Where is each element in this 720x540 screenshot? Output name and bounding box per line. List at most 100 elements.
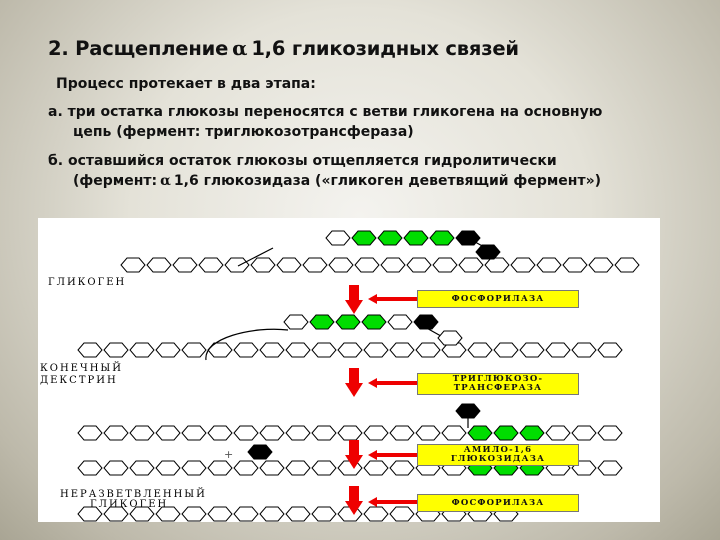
main-chain-residue [363,460,389,476]
enzyme-phosphorylase-1: ФОСФОРИЛАЗА [417,290,579,308]
main-chain-residue [614,257,640,273]
main-chain-residue [493,342,519,358]
main-chain-residue [259,425,285,441]
main-chain-residue [406,257,432,273]
main-chain-residue [363,425,389,441]
main-chain-residue [328,257,354,273]
main-chain-residue [181,460,207,476]
main-chain-residue [545,425,571,441]
main-chain-residue [493,425,519,441]
alpha-symbol-small: α [160,173,171,189]
main-chain-residue [311,342,337,358]
main-chain-residue [207,342,233,358]
main-chain-residue [597,425,623,441]
pointer-amylo [368,450,418,460]
main-chain-residue [146,257,172,273]
main-chain-residue [103,506,129,522]
main-chain-residue [181,342,207,358]
main-chain-residue [571,342,597,358]
main-chain-residue [363,506,389,522]
main-chain-residue [545,342,571,358]
main-chain-residue [441,425,467,441]
main-chain-residue [389,342,415,358]
step-b-line1: б. оставшийся остаток глюкозы отщепляетс… [48,153,557,169]
enzyme-transferase-line2: ТРАНСФЕРАЗА [453,383,543,393]
branch-point-residue [475,244,501,260]
main-chain-residue [129,506,155,522]
main-chain-residue [562,257,588,273]
step-a: а. три остатка глюкозы переносятся с вет… [48,102,602,142]
main-chain-residue [467,342,493,358]
main-chain-residue [285,342,311,358]
main-chain-residue [467,425,493,441]
arrow-step-4 [345,486,363,516]
main-chain-residue [129,342,155,358]
main-chain-residue [155,460,181,476]
main-chain-residue [155,506,181,522]
main-chain-residue [597,460,623,476]
main-chain-residue [155,425,181,441]
main-chain-residue [337,425,363,441]
main-chain-residue [380,257,406,273]
pointer-phosphorylase-2 [368,497,418,507]
main-chain-residue [77,506,103,522]
label-limit-dextrin-1: КОНЕЧНЫЙ [40,363,123,374]
released-glucose [247,444,273,460]
enzyme-amylo: АМИЛО-1,6 ГЛЮКОЗИДАЗА [417,444,579,466]
step-b: б. оставшийся остаток глюкозы отщепляетс… [48,151,601,191]
main-chain-residue [103,425,129,441]
main-chain-residue [311,506,337,522]
main-chain-residue [458,257,484,273]
main-chain-residue [285,425,311,441]
enzyme-phosphorylase-2-text: ФОСФОРИЛАЗА [451,497,545,508]
branch-residue [335,314,361,330]
main-chain-residue [354,257,380,273]
main-chain-residue [181,506,207,522]
enzyme-phosphorylase-2: ФОСФОРИЛАЗА [417,494,579,512]
main-chain-residue [276,257,302,273]
main-chain-residue [285,460,311,476]
enzyme-amylo-line1: АМИЛО-1,6 [463,445,533,455]
branch-residue [325,230,351,246]
branch-residue [309,314,335,330]
main-chain-residue [155,342,181,358]
main-chain-residue [311,460,337,476]
single-branch-residue [455,403,481,419]
main-chain-residue [536,257,562,273]
main-chain-residue [363,342,389,358]
main-chain-residue [250,257,276,273]
main-chain-residue [233,460,259,476]
main-chain-residue [207,425,233,441]
main-chain-residue [233,506,259,522]
main-chain-residue [415,342,441,358]
pointer-phosphorylase-1 [368,294,418,304]
main-chain-residue [259,506,285,522]
plus-sign: + [224,448,234,461]
title-suffix: 1,6 гликозидных связей [251,37,519,60]
main-chain-residue [510,257,536,273]
main-chain-residue [337,342,363,358]
intro-text: Процесс протекает в два этапа: [56,76,316,92]
main-chain-residue [597,342,623,358]
step-b-line2-prefix: (фермент: [73,173,158,189]
main-chain-residue [519,425,545,441]
main-chain-residue [588,257,614,273]
main-chain-residue [77,425,103,441]
branch-residue [351,230,377,246]
branch-residue [387,314,413,330]
enzyme-phosphorylase-1-text: ФОСФОРИЛАЗА [451,293,545,304]
main-chain-residue [120,257,146,273]
branch-residue [403,230,429,246]
main-chain-residue [198,257,224,273]
main-chain-residue [207,506,233,522]
main-chain-residue [172,257,198,273]
enzyme-amylo-line2: ГЛЮКОЗИДАЗА [450,454,546,464]
label-unbranched-1: НЕРАЗВЕТВЛЕННЫЙ [60,489,207,500]
main-chain-residue [77,342,103,358]
main-chain-residue [302,257,328,273]
main-chain-residue [181,425,207,441]
main-chain-residue [129,425,155,441]
main-chain-residue [389,425,415,441]
title-prefix: 2. Расщепление [48,37,229,60]
